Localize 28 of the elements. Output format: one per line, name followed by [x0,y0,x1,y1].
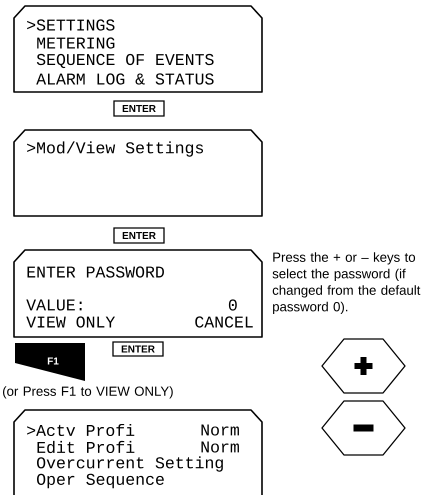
function-key: F1 [15,343,85,381]
screen-text: Norm [202,441,239,452]
enter-key: ENTER [112,341,164,357]
screen-text: >SETTINGS [27,19,114,31]
screen-text: ALARM LOG & STATUS [36,73,214,85]
screen-text: Overcurrent Setting [37,456,223,472]
screen-text: Norm [202,424,239,436]
screen-text: VIEW ONLY [26,316,115,328]
screen-text: SEQUENCE OF EVENTS [36,54,214,68]
screen-text: 0 [228,299,237,311]
minus-key [321,400,406,456]
enter-key: ENTER [113,227,165,244]
display-screen [13,249,263,338]
screen-text: >Mod/View Settings [27,141,204,157]
screen-text: >Actv Profi [27,424,134,436]
screen-text: METERING [37,37,114,49]
screen-text: VALUE: [26,299,82,310]
enter-key: ENTER [113,100,165,117]
screen-text: CANCEL [195,316,253,328]
display-screen [13,5,263,93]
screen-text: Edit Profi [38,440,134,454]
screen-text: ENTER PASSWORD [28,266,164,278]
note-text: (or Press F1 to VIEW ONLY) [3,386,173,398]
screen-text: Oper Sequence [37,474,164,488]
display-screen [13,129,263,217]
display-screen [13,409,263,495]
plus-key [321,338,406,394]
instruction-text: Press the + or – keys to select the password (if changed from the default password 0). [272,252,420,314]
